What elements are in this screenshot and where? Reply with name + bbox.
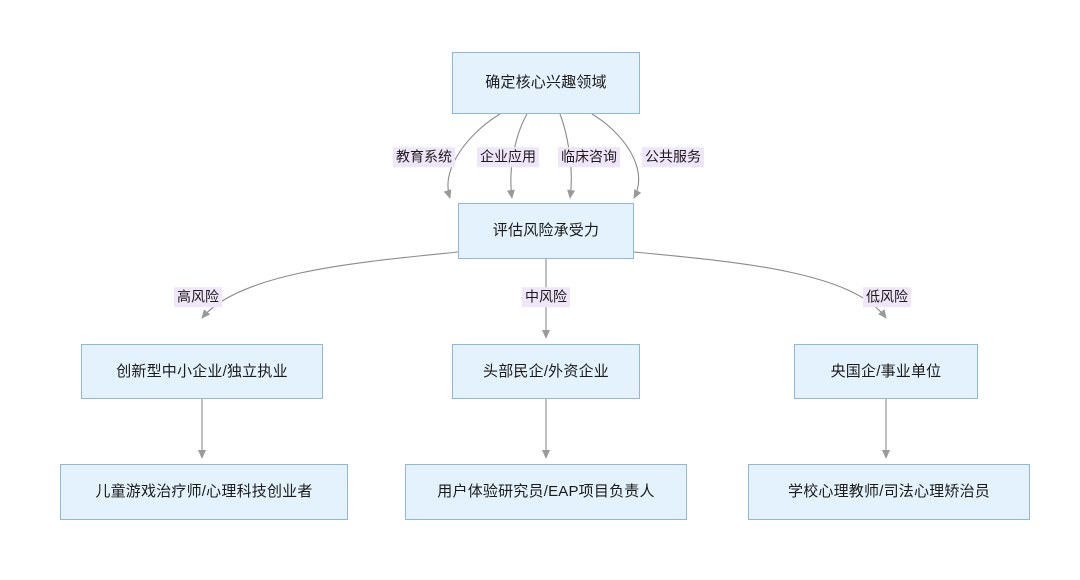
- node-label: 儿童游戏治疗师/心理科技创业者: [95, 483, 313, 501]
- edge-label-e3: 临床咨询: [558, 147, 620, 167]
- node-risk[interactable]: 评估风险承受力: [458, 203, 634, 259]
- node-low[interactable]: 央国企/事业单位: [794, 344, 978, 399]
- node-label: 学校心理教师/司法心理矫治员: [788, 483, 990, 501]
- node-label: 央国企/事业单位: [830, 362, 942, 380]
- edge-label-e5: 高风险: [174, 287, 222, 307]
- node-root[interactable]: 确定核心兴趣领域: [452, 52, 640, 114]
- node-label: 用户体验研究员/EAP项目负责人: [437, 483, 655, 501]
- edge-label-e1: 教育系统: [393, 147, 455, 167]
- node-label: 头部民企/外资企业: [483, 362, 609, 380]
- node-label: 创新型中小企业/独立执业: [116, 362, 288, 380]
- node-label: 评估风险承受力: [492, 222, 600, 240]
- node-mid[interactable]: 头部民企/外资企业: [452, 344, 640, 399]
- edge-e5: [201, 251, 459, 319]
- node-high[interactable]: 创新型中小企业/独立执业: [81, 344, 323, 399]
- node-high2[interactable]: 儿童游戏治疗师/心理科技创业者: [60, 464, 348, 520]
- edge-label-e7: 低风险: [863, 287, 911, 307]
- edge-label-e4: 公共服务: [642, 147, 704, 167]
- edge-label-e6: 中风险: [522, 287, 570, 307]
- edge-e7: [633, 251, 887, 319]
- node-mid2[interactable]: 用户体验研究员/EAP项目负责人: [405, 464, 687, 520]
- node-label: 确定核心兴趣领域: [485, 74, 607, 92]
- node-low2[interactable]: 学校心理教师/司法心理矫治员: [748, 464, 1030, 520]
- edge-label-e2: 企业应用: [477, 147, 539, 167]
